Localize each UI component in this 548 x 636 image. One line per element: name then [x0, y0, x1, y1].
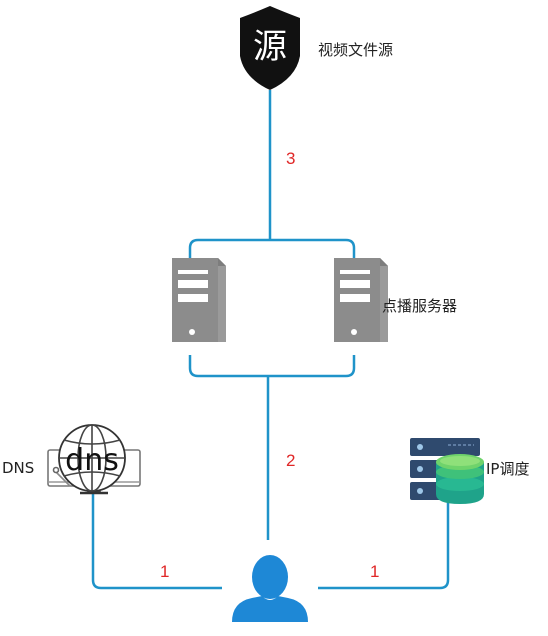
- globe-monitor-icon: [47, 424, 141, 495]
- edge-scheduler-to-user: [318, 500, 450, 590]
- edge-server-bracket-top: [188, 238, 356, 260]
- edge-dns-to-user: [91, 492, 222, 590]
- source-label: 视频文件源: [318, 41, 394, 59]
- servers-label: 点播服务器: [382, 297, 458, 315]
- edge-label-servers-user: 2: [286, 451, 296, 470]
- database-server-icon: [410, 438, 484, 504]
- edge-server-bracket-bottom: [188, 355, 356, 378]
- edge-label-scheduler-user: 1: [370, 562, 380, 581]
- connector-lines: [91, 90, 450, 590]
- edge-label-dns-user: 1: [160, 562, 170, 581]
- source-glyph: 源: [253, 27, 287, 67]
- shield-icon: [240, 6, 300, 90]
- server-tower-icon: [172, 258, 226, 342]
- server-tower-icon: [334, 258, 388, 342]
- user-icon: [232, 555, 308, 622]
- dns-glyph: dns: [65, 443, 119, 478]
- scheduler-label: IP调度: [486, 460, 530, 478]
- edge-label-source-servers: 3: [286, 149, 296, 168]
- dns-label: DNS: [2, 459, 35, 477]
